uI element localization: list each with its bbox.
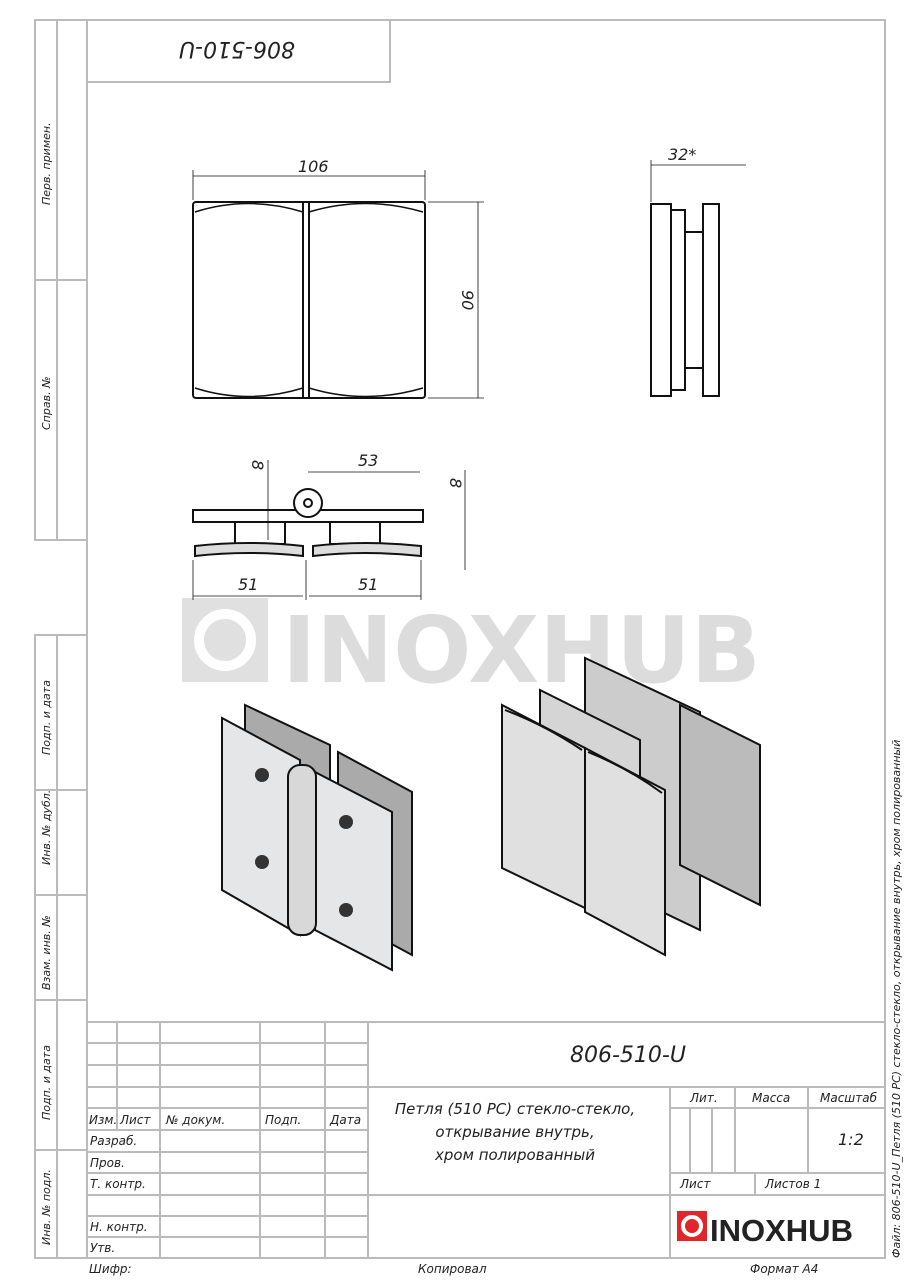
- side-label: Взам. инв. №: [40, 915, 53, 990]
- dim-center: 53: [358, 451, 378, 470]
- dim-right: 51: [358, 575, 378, 594]
- header-sign: Подп.: [265, 1113, 301, 1127]
- sheets-label: Листов 1: [764, 1177, 821, 1191]
- description-line: открывание внутрь,: [435, 1123, 594, 1141]
- dim-width: 106: [298, 157, 329, 176]
- description-line: хром полированный: [434, 1146, 595, 1164]
- sheet-label: Лист: [679, 1177, 711, 1191]
- top-code: 806-510-U: [179, 36, 295, 61]
- side-label: Подп. и дата: [40, 680, 53, 755]
- dim-offset-b: 8: [446, 478, 465, 488]
- side-label: Перв. примен.: [40, 122, 53, 205]
- header-doc: № докум.: [165, 1113, 225, 1127]
- sheet-frame: [34, 19, 886, 1259]
- brand-logo: INOXHUB: [677, 1211, 853, 1248]
- front-view: [192, 170, 484, 399]
- dim-left: 51: [238, 575, 258, 594]
- description-line: Петля (510 PC) стекло-стекло,: [395, 1100, 635, 1118]
- footer-copied: Копировал: [418, 1262, 487, 1276]
- side-label: Инв. № дубл.: [40, 790, 53, 865]
- header-izm: Изм.: [89, 1113, 117, 1127]
- footer-cipher: Шифр:: [89, 1262, 132, 1276]
- scale-label: Масштаб: [820, 1091, 878, 1105]
- header-date: Дата: [329, 1113, 361, 1127]
- side-label: Подп. и дата: [40, 1045, 53, 1120]
- side-label: Инв. № подл.: [40, 1169, 53, 1245]
- file-label: Файл: 806-510-U_Петля (510 PC) стекло-ст…: [890, 740, 903, 1258]
- dim-height: 90: [458, 290, 477, 310]
- title-code: 806-510-U: [570, 1043, 686, 1068]
- title-block-grid: [87, 1021, 885, 1258]
- iso-view-front: [221, 703, 413, 972]
- side-view: [650, 160, 746, 397]
- footer-format: Формат А4: [750, 1262, 818, 1276]
- mass-label: Масса: [752, 1091, 790, 1105]
- dim-offset-a: 8: [248, 460, 267, 470]
- role-tech-control: Т. контр.: [90, 1177, 146, 1191]
- dim-depth: 32*: [668, 145, 696, 164]
- top-view: [192, 460, 466, 600]
- iso-view-back: [501, 656, 761, 957]
- role-developer: Разраб.: [90, 1134, 137, 1148]
- lit-label: Лит.: [689, 1091, 718, 1105]
- watermark-text: INOXHUB: [282, 597, 761, 704]
- scale-value: 1:2: [838, 1130, 864, 1149]
- logo-text: INOXHUB: [710, 1213, 853, 1248]
- side-label: Справ. №: [40, 376, 53, 430]
- role-approved: Утв.: [90, 1241, 115, 1255]
- role-norm-control: Н. контр.: [90, 1220, 148, 1234]
- role-checker: Пров.: [90, 1156, 125, 1170]
- watermark: INOXHUB: [182, 597, 761, 704]
- header-list: Лист: [119, 1113, 151, 1127]
